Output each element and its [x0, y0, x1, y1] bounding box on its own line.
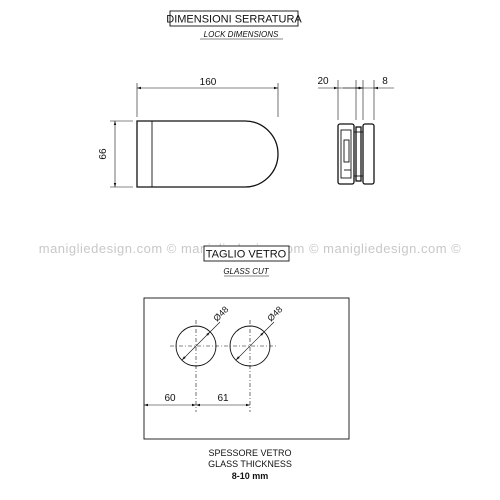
hole-2-diameter: Ø48 [265, 304, 284, 323]
height-label: 66 [98, 148, 109, 160]
hole-1 [170, 320, 222, 412]
hole-1-diameter: Ø48 [211, 304, 230, 323]
lock-body-front-view [136, 120, 279, 188]
height-dimension [110, 120, 133, 188]
lock-title: DIMENSIONI SERRATURA [166, 14, 302, 26]
lock-side-view [337, 123, 375, 185]
length-label: 160 [200, 77, 217, 88]
hole-2 [224, 320, 276, 412]
glass-subtitle: GLASS CUT [223, 267, 269, 276]
side-dimensions [318, 80, 394, 120]
glass-thickness-value: 8-10 mm [232, 471, 269, 481]
side-b-label: 8 [382, 76, 388, 87]
offset-between-label: 61 [217, 393, 229, 404]
glass-thickness-label-en: GLASS THICKNESS [208, 459, 292, 469]
lock-subtitle: LOCK DIMENSIONS [204, 30, 279, 39]
lock-title-box [169, 10, 299, 27]
length-dimension [136, 83, 279, 117]
glass-title: TAGLIO VETRO [206, 249, 287, 261]
glass-panel [143, 297, 350, 440]
offset-edge-label: 60 [164, 393, 176, 404]
glass-title-box [203, 245, 290, 262]
glass-thickness-label-it: SPESSORE VETRO [208, 448, 291, 458]
side-a-label: 20 [317, 76, 329, 87]
